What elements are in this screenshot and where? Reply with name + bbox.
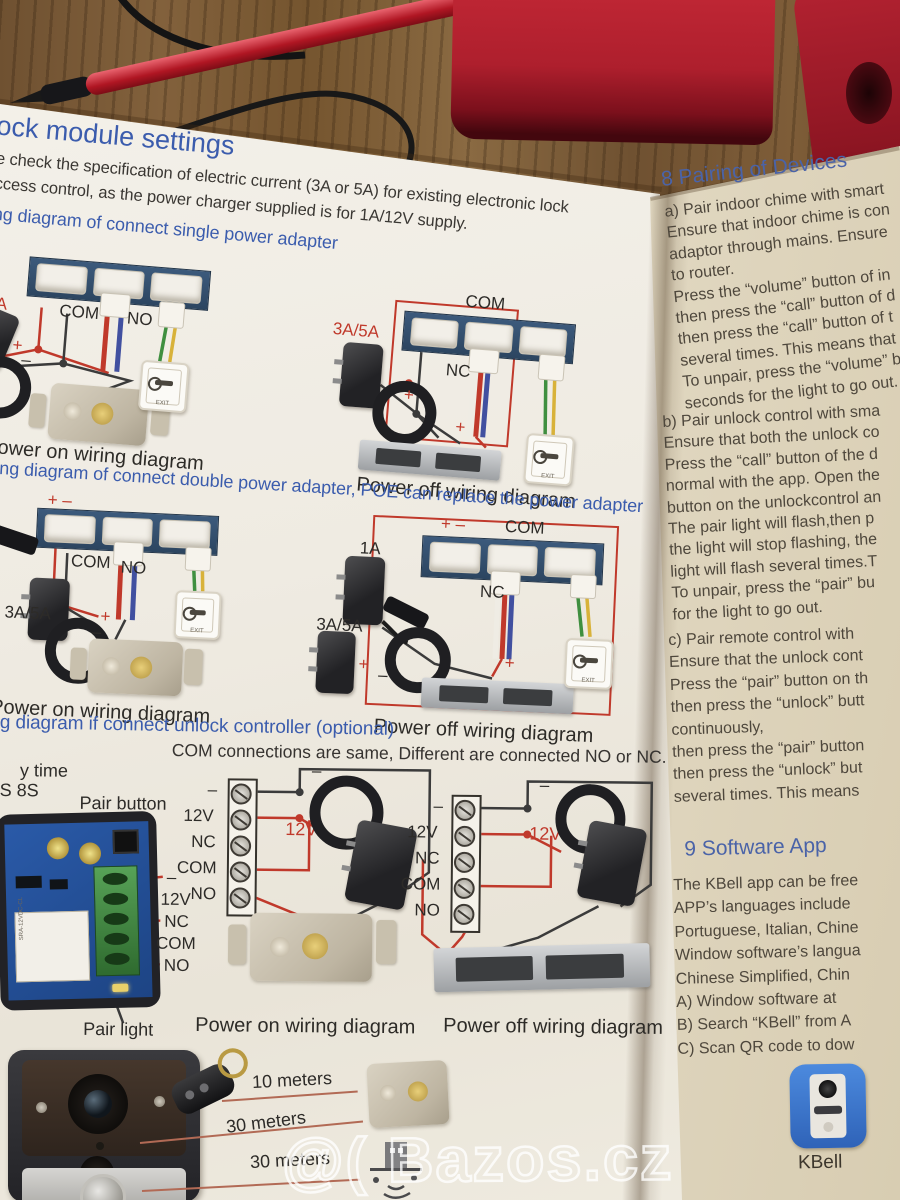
single-adapter-diagrams: EXIT A COM NO + – Power on wiring diagra… xyxy=(0,252,663,523)
strip2-pin-com: COM xyxy=(400,874,441,894)
ctrl-pin-nc: NC xyxy=(164,911,189,931)
strip2-pin-no: NO xyxy=(414,900,441,920)
double-adapter-diagrams: EXIT + – COM NO 3A/5A + – Power on wirin… xyxy=(0,490,667,757)
kbell-label: KBell xyxy=(797,1151,843,1174)
double-power-off-diagram: EXIT + – COM 1A 3A/5A NC + – + Power off… xyxy=(311,507,667,754)
watermark: @( Bazos.cz xyxy=(280,1122,675,1198)
label-minus: – xyxy=(377,665,388,685)
label-plus2: + xyxy=(504,653,516,673)
controller-pcb: SRA-12VDC-CL xyxy=(4,821,153,1001)
wire-minus: – xyxy=(311,761,322,781)
label-amp: 3A/5A xyxy=(332,318,380,342)
strip2-pin-nc: NC xyxy=(414,848,440,868)
label-pm: + – xyxy=(47,490,73,511)
ctrl-pin-com: COM xyxy=(155,933,196,954)
caption-controller-off: Power off wiring diagram xyxy=(443,1014,664,1039)
label-plus-b: + xyxy=(454,417,467,437)
label-minus: – xyxy=(91,622,102,642)
para-9-line: C) Scan QR code to dow xyxy=(677,1036,855,1058)
strip2-pin-12v: 12V xyxy=(407,822,438,842)
kbell-app-icon xyxy=(789,1063,867,1149)
range-diagram: 10 meters 30 meters 30 meters xyxy=(0,1038,700,1200)
label-plus: + xyxy=(100,606,111,627)
label-amp: 3A/5A xyxy=(4,602,52,624)
caption-controller-on: Power on wiring diagram xyxy=(195,1014,416,1039)
strip-pin-com: COM xyxy=(176,857,217,878)
section-8b: b) Pair unlock control with sma Ensure t… xyxy=(662,401,891,626)
label-no: NO xyxy=(126,308,154,330)
section-8c: c) Pair remote control with Ensure that … xyxy=(668,623,872,809)
label-amp1: 1A xyxy=(359,538,382,559)
label-com: COM xyxy=(70,551,112,573)
label-com: COM xyxy=(504,516,546,538)
label-minus: – xyxy=(20,350,32,370)
double-power-on-diagram: EXIT + – COM NO 3A/5A + – Power on wirin… xyxy=(0,490,330,739)
software-heading: 9 Software App xyxy=(683,833,827,861)
label-com: COM xyxy=(464,291,506,314)
label-com: COM xyxy=(58,300,100,324)
single-power-off-diagram: EXIT COM 3A/5A NC + + Power off wiring d… xyxy=(332,291,577,513)
single-power-on-diagram: EXIT A COM NO + – Power on wiring diagra… xyxy=(0,252,329,496)
red-object xyxy=(450,0,776,146)
label-no: NO xyxy=(120,557,147,578)
label-amp2: 3A/5A xyxy=(315,614,364,636)
label-plus-a: + xyxy=(403,384,415,405)
strip-pin-no: NO xyxy=(190,884,217,904)
strip2-pin-minus: – xyxy=(433,796,444,816)
label-nc: NC xyxy=(479,581,505,602)
red-object-hole xyxy=(846,62,892,124)
ctrl-pin-12v: 12V xyxy=(160,889,191,910)
label-plus: + xyxy=(358,654,369,674)
label-pm: + – xyxy=(440,514,466,535)
pair-button xyxy=(112,829,140,854)
unlock-controller: SRA-12VDC-CL xyxy=(0,810,161,1011)
relay: SRA-12VDC-CL xyxy=(14,897,91,983)
strip-pin-nc: NC xyxy=(191,832,216,852)
range-lock xyxy=(366,1059,450,1129)
range-10m: 10 meters xyxy=(251,1067,333,1093)
strip-pin-12v: 12V xyxy=(183,805,214,826)
usb-chime xyxy=(368,1142,424,1200)
strip-pin-minus: – xyxy=(207,780,218,800)
label-nc: NC xyxy=(445,360,472,382)
pair-light-led xyxy=(112,983,129,993)
controller-diagrams: y time S 8S Pair button xyxy=(0,760,668,1052)
ctrl-pin-no: NO xyxy=(163,955,190,975)
terminal-block xyxy=(93,865,141,977)
doorbell xyxy=(8,1050,200,1200)
wire2-minus: – xyxy=(539,775,550,795)
ctrl-pin-minus: – xyxy=(166,867,177,887)
section-8: 8 Pairing of Devices a) Pair indoor chim… xyxy=(660,145,900,415)
section-9: 9 Software App The KBell app can be free… xyxy=(672,833,863,1061)
